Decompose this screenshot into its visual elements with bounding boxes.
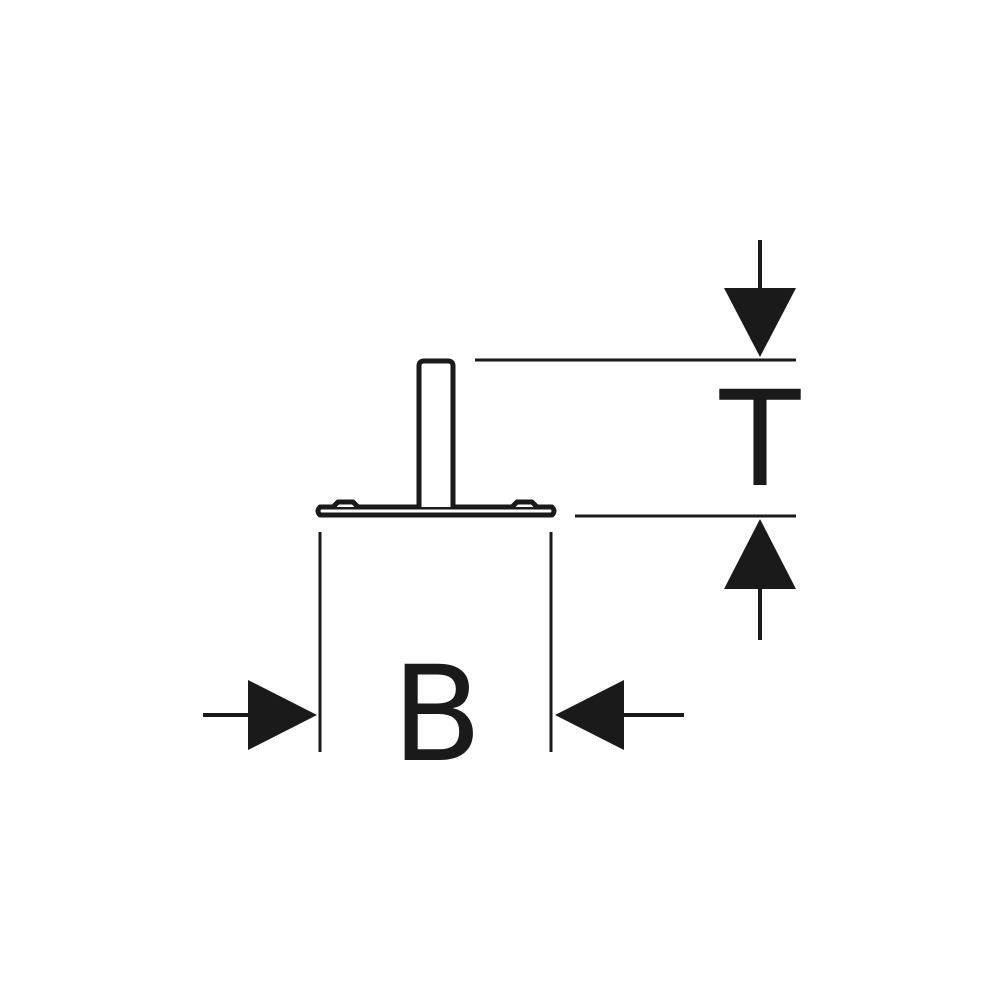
boss-left — [331, 499, 360, 509]
vertical-stem — [416, 358, 456, 507]
arrow-right-icon — [248, 680, 317, 750]
part-outline — [315, 358, 557, 518]
base-plate — [315, 504, 557, 518]
boss-right — [510, 499, 539, 509]
arrow-left-icon — [555, 680, 624, 750]
arrow-up-icon — [724, 519, 796, 589]
thickness-dimension: T — [475, 240, 802, 640]
thickness-label: T — [719, 363, 802, 517]
arrow-down-icon — [724, 288, 796, 357]
width-dimension: B — [203, 532, 684, 792]
width-label: B — [392, 638, 483, 792]
